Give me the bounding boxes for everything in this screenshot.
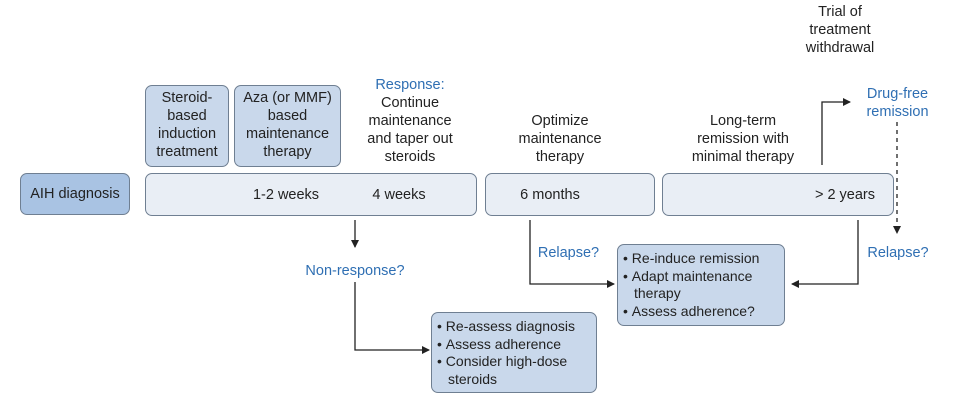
relapse-label-right: Relapse? <box>867 245 929 261</box>
list-item: Re-assess diagnosis <box>437 318 595 336</box>
timeline-2-years: > 2 years <box>814 187 876 203</box>
arrow-relapse-right <box>791 220 859 288</box>
longterm-label: Long-term remission with minimal therapy <box>691 113 795 165</box>
timeline-6-months: 6 months <box>520 187 580 203</box>
timeline-segment-1 <box>145 173 477 216</box>
list-item: Consider high-dose steroids <box>437 353 595 388</box>
nonresponse-label: Non-response? <box>305 263 405 279</box>
list-item: Adapt maintenance therapy <box>623 268 781 303</box>
timeline-4-weeks: 4 weeks <box>372 187 426 203</box>
list-item: Assess adherence? <box>623 303 781 321</box>
drugfree-label: Drug-free remission <box>866 86 929 120</box>
nonresponse-actions-list: Re-assess diagnosis Assess adherence Con… <box>437 318 595 388</box>
aih-diagnosis-label: AIH diagnosis <box>30 186 120 202</box>
arrow-to-drugfree <box>821 98 851 165</box>
response-title: Response: <box>375 77 445 93</box>
timeline-segment-2 <box>485 173 655 216</box>
aih-diagnosis-box <box>20 173 130 215</box>
trial-withdrawal-label: Trial of treatment withdrawal <box>805 4 875 56</box>
timeline-segment-3 <box>662 173 894 216</box>
optimize-label: Optimize maintenance therapy <box>518 113 602 165</box>
steroid-induction-label: Steroid- based induction treatment <box>156 90 218 160</box>
list-item: Assess adherence <box>437 336 595 354</box>
aza-maintenance-label: Aza (or MMF) based maintenance therapy <box>243 90 332 160</box>
steroid-induction-box <box>145 85 229 167</box>
list-item: Re-induce remission <box>623 250 781 268</box>
response-body: Continue maintenance and taper out stero… <box>367 95 453 165</box>
relapse-label-left: Relapse? <box>537 245 600 261</box>
aza-maintenance-box <box>234 85 341 167</box>
relapse-actions-list: Re-induce remission Adapt maintenance th… <box>623 250 781 320</box>
arrow-relapse-left <box>529 220 615 288</box>
arrow-to-nonresponse-actions <box>354 282 430 354</box>
timeline-1-2-weeks: 1-2 weeks <box>252 187 320 203</box>
